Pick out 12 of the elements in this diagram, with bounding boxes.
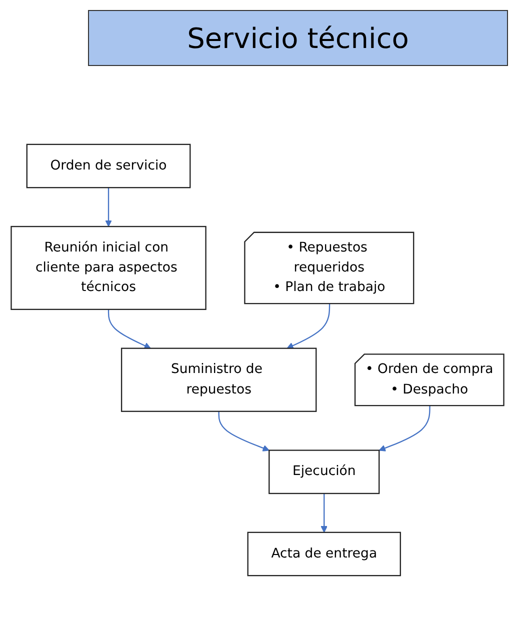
node-box: Orden de servicio	[26, 144, 191, 188]
node-box: Acta de entrega	[247, 532, 401, 576]
node-box: Suministro de repuestos	[120, 348, 317, 412]
node-box: Reunión inicial con cliente para aspectos técnicos	[10, 226, 206, 310]
arrow	[378, 406, 430, 452]
title-banner: Servicio técnico	[88, 10, 508, 66]
arrow	[320, 493, 328, 533]
arrow	[105, 188, 112, 227]
arrow	[286, 304, 330, 349]
node-box: Ejecución	[268, 450, 380, 494]
arrow	[108, 309, 151, 349]
arrow	[218, 411, 270, 452]
